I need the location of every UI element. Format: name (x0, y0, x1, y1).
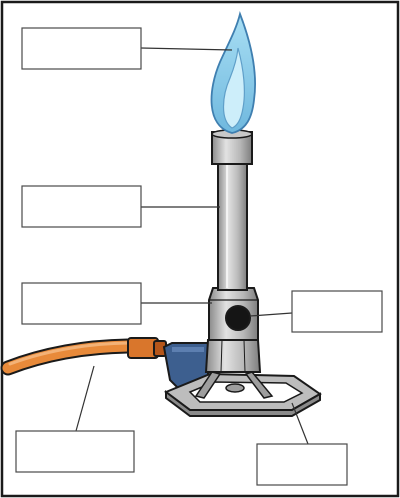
leader-line-air-hole (249, 312, 293, 317)
burner-barrel (217, 159, 248, 291)
flame (210, 11, 256, 134)
burner-tip (211, 129, 253, 165)
label-box-flame[interactable] (21, 27, 142, 70)
leader-line-base (291, 402, 309, 445)
leader-lines (75, 47, 309, 445)
leader-line-flame (140, 47, 233, 51)
label-box-base[interactable] (256, 443, 348, 486)
label-box-air-hole[interactable] (291, 290, 383, 333)
burner-lower-block (204, 339, 262, 373)
gas-hose (0, 337, 167, 376)
label-box-barrel[interactable] (21, 185, 142, 228)
burner-feet (194, 371, 274, 399)
air-hole (225, 305, 251, 331)
label-boxes (15, 27, 383, 486)
label-box-collar[interactable] (21, 282, 142, 325)
leader-line-gas-hose (75, 365, 95, 432)
label-box-gas-hose[interactable] (15, 430, 135, 473)
air-regulator-collar (208, 287, 259, 341)
